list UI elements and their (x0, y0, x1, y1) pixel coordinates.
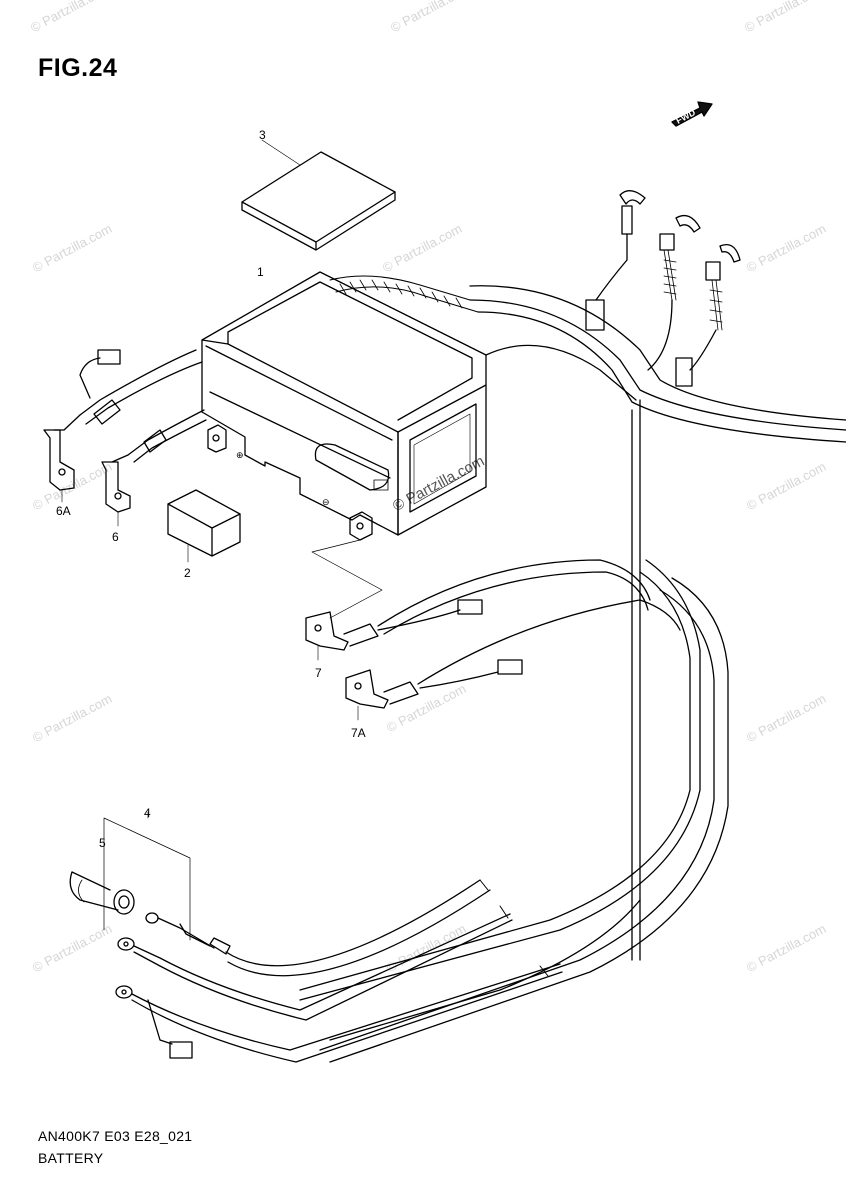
callout-2[interactable]: 2 (184, 566, 191, 580)
battery-cable-7[interactable] (306, 560, 650, 660)
callout-6[interactable]: 6 (112, 530, 119, 544)
battery-breather-tube (330, 276, 478, 312)
leader-line (312, 540, 382, 618)
front-arrow-icon: FWD (672, 102, 712, 126)
battery-part-1[interactable]: ⊕ ⊖ (202, 272, 486, 540)
callout-3[interactable]: 3 (259, 128, 266, 142)
callout-5[interactable]: 5 (99, 836, 106, 850)
svg-text:⊕: ⊕ (236, 450, 244, 460)
callout-4[interactable]: 4 (144, 806, 151, 820)
figure-label: FIG.24 (38, 54, 118, 82)
callout-7a[interactable]: 7A (351, 726, 366, 740)
leader-bracket-4 (104, 812, 190, 940)
front-arrow-label: FWD (674, 107, 697, 126)
wiring-harness-loop (300, 560, 728, 1062)
battery-cable-part-4[interactable] (116, 880, 562, 1062)
battery-cable-7a[interactable] (346, 600, 680, 720)
battery-cable-6[interactable] (102, 410, 206, 526)
callout-7[interactable]: 7 (315, 666, 322, 680)
terminal-cover-part-5[interactable] (70, 872, 134, 914)
callout-6a[interactable]: 6A (56, 504, 71, 518)
svg-text:⊖: ⊖ (322, 497, 330, 507)
terminal-connector-group[interactable] (586, 191, 740, 386)
diagram-code: AN400K7 E03 E28_021 (38, 1128, 193, 1144)
callout-1[interactable]: 1 (257, 265, 264, 279)
fuse-part-2[interactable] (168, 490, 240, 562)
battery-cable-6a[interactable] (44, 350, 202, 502)
wiring-harness-upper (470, 286, 846, 960)
diagram-title: BATTERY (38, 1150, 104, 1166)
battery-pad-part-3[interactable] (242, 140, 395, 250)
